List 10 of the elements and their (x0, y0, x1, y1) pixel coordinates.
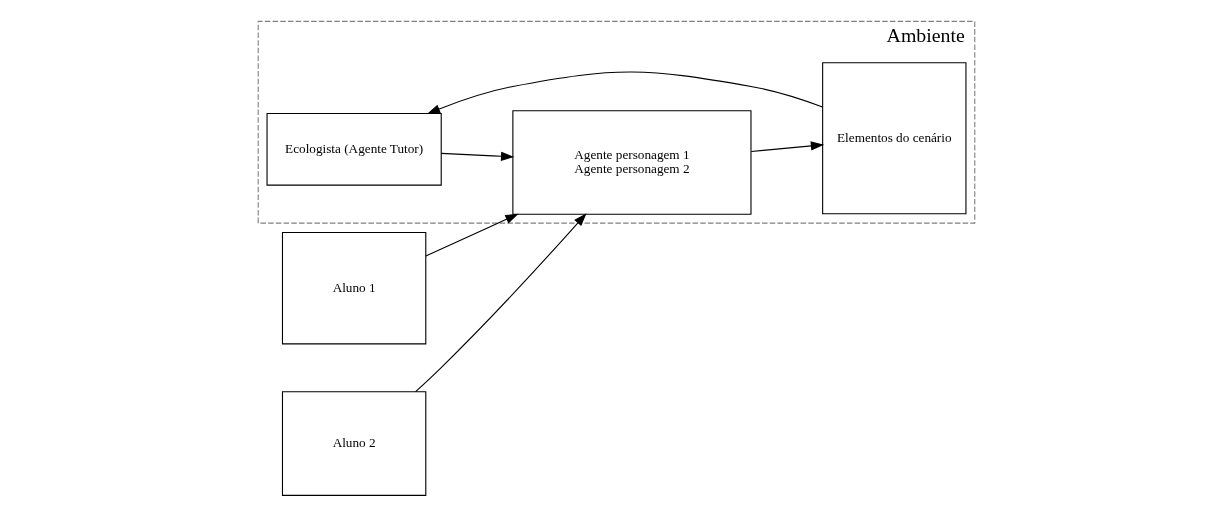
arrow (424, 213, 519, 257)
arrow (414, 213, 587, 393)
node-box: Aluno 2 (281, 391, 426, 496)
arrow (426, 71, 823, 115)
arrow (440, 151, 514, 161)
arrow (750, 141, 824, 153)
node-box: Aluno 1 (281, 231, 426, 345)
node-box: Ecologista (Agente Tutor) (266, 112, 442, 186)
node-box: Agente personagem 1 Agente personagem 2 (511, 110, 752, 215)
node-box: Elementos do cenário (821, 62, 966, 215)
